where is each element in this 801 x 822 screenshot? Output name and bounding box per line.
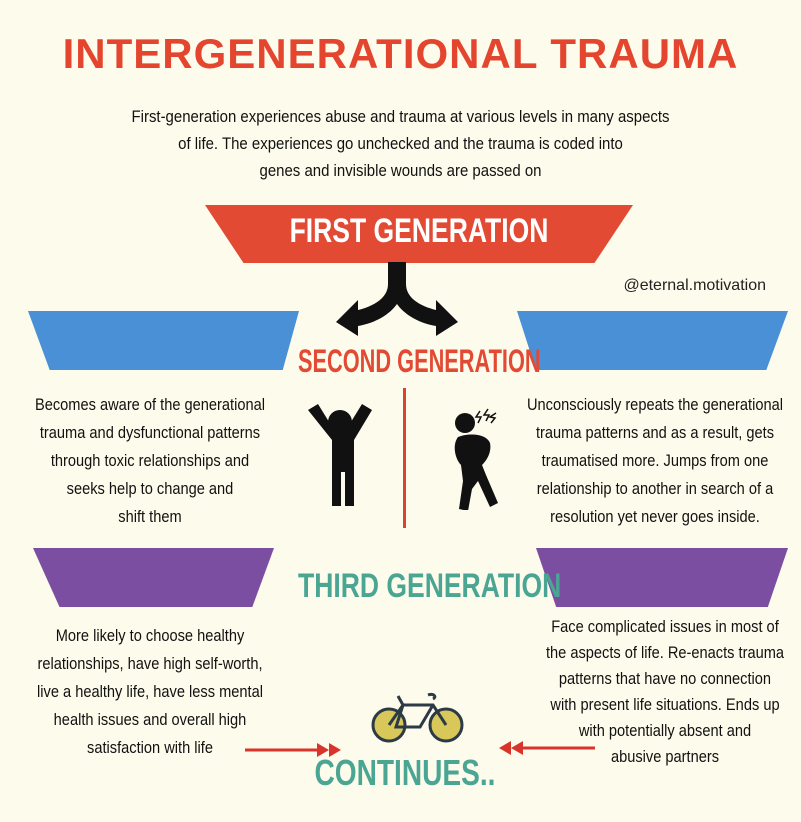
text-line: through toxic relationships and bbox=[50, 451, 250, 470]
first-generation-label: FIRST GENERATION bbox=[289, 212, 549, 250]
author-handle: @eternal.motivation bbox=[623, 277, 766, 294]
split-arrow-icon bbox=[336, 262, 458, 336]
second-generation-left-text: Becomes aware of the generational trauma… bbox=[12, 391, 287, 531]
pained-person-icon bbox=[454, 408, 498, 510]
arrow-left-icon bbox=[499, 741, 595, 755]
text-line: the aspects of life. Re-enacts trauma bbox=[545, 643, 785, 662]
text-line: Unconsciously repeats the generational bbox=[526, 395, 784, 414]
text-line: abusive partners bbox=[610, 747, 720, 766]
third-generation-bar-left bbox=[33, 548, 274, 607]
third-generation-label: THIRD GENERATION bbox=[298, 567, 562, 605]
bicycle-icon bbox=[371, 693, 464, 743]
text-line: shift them bbox=[118, 507, 182, 526]
text-line: traumatised more. Jumps from one bbox=[541, 451, 769, 470]
intro-line: First-generation experiences abuse and t… bbox=[131, 107, 670, 126]
third-generation-left-text: More likely to choose healthy relationsh… bbox=[12, 622, 287, 762]
second-generation-right-text: Unconsciously repeats the generational t… bbox=[517, 391, 792, 531]
text-line: resolution yet never goes inside. bbox=[550, 507, 760, 526]
intro-line: genes and invisible wounds are passed on bbox=[259, 161, 542, 180]
text-line: seeks help to change and bbox=[66, 479, 234, 498]
intro-text: First-generation experiences abuse and t… bbox=[127, 103, 673, 184]
text-line: live a healthy life, have less mental bbox=[37, 682, 263, 701]
page-title: INTERGENERATIONAL TRAUMA bbox=[62, 30, 739, 77]
text-line: satisfaction with life bbox=[87, 738, 213, 757]
text-line: health issues and overall high bbox=[53, 710, 247, 729]
text-line: More likely to choose healthy bbox=[55, 626, 245, 645]
text-line: trauma patterns and as a result, gets bbox=[535, 423, 775, 442]
text-line: trauma and dysfunctional patterns bbox=[39, 423, 261, 442]
text-line: relationships, have high self-worth, bbox=[37, 654, 263, 673]
happy-person-icon bbox=[308, 404, 372, 506]
text-line: patterns that have no connection bbox=[558, 669, 772, 688]
third-generation-right-text: Face complicated issues in most of the a… bbox=[527, 614, 801, 770]
text-line: relationship to another in search of a bbox=[536, 479, 774, 498]
arrow-right-icon bbox=[245, 743, 341, 757]
divider-line bbox=[403, 388, 406, 528]
second-generation-bar-left bbox=[28, 311, 299, 370]
text-line: Becomes aware of the generational bbox=[34, 395, 265, 414]
third-generation-bar-right bbox=[536, 548, 788, 607]
continues-label: CONTINUES.. bbox=[314, 752, 496, 793]
text-line: Face complicated issues in most of bbox=[551, 617, 779, 636]
second-generation-bar-right bbox=[517, 311, 788, 370]
text-line: with potentially absent and bbox=[578, 721, 752, 740]
first-generation-banner bbox=[205, 205, 633, 263]
second-generation-label: SECOND GENERATION bbox=[298, 343, 541, 379]
text-line: with present life situations. Ends up bbox=[550, 695, 780, 714]
intro-line: of life. The experiences go unchecked an… bbox=[178, 134, 623, 153]
